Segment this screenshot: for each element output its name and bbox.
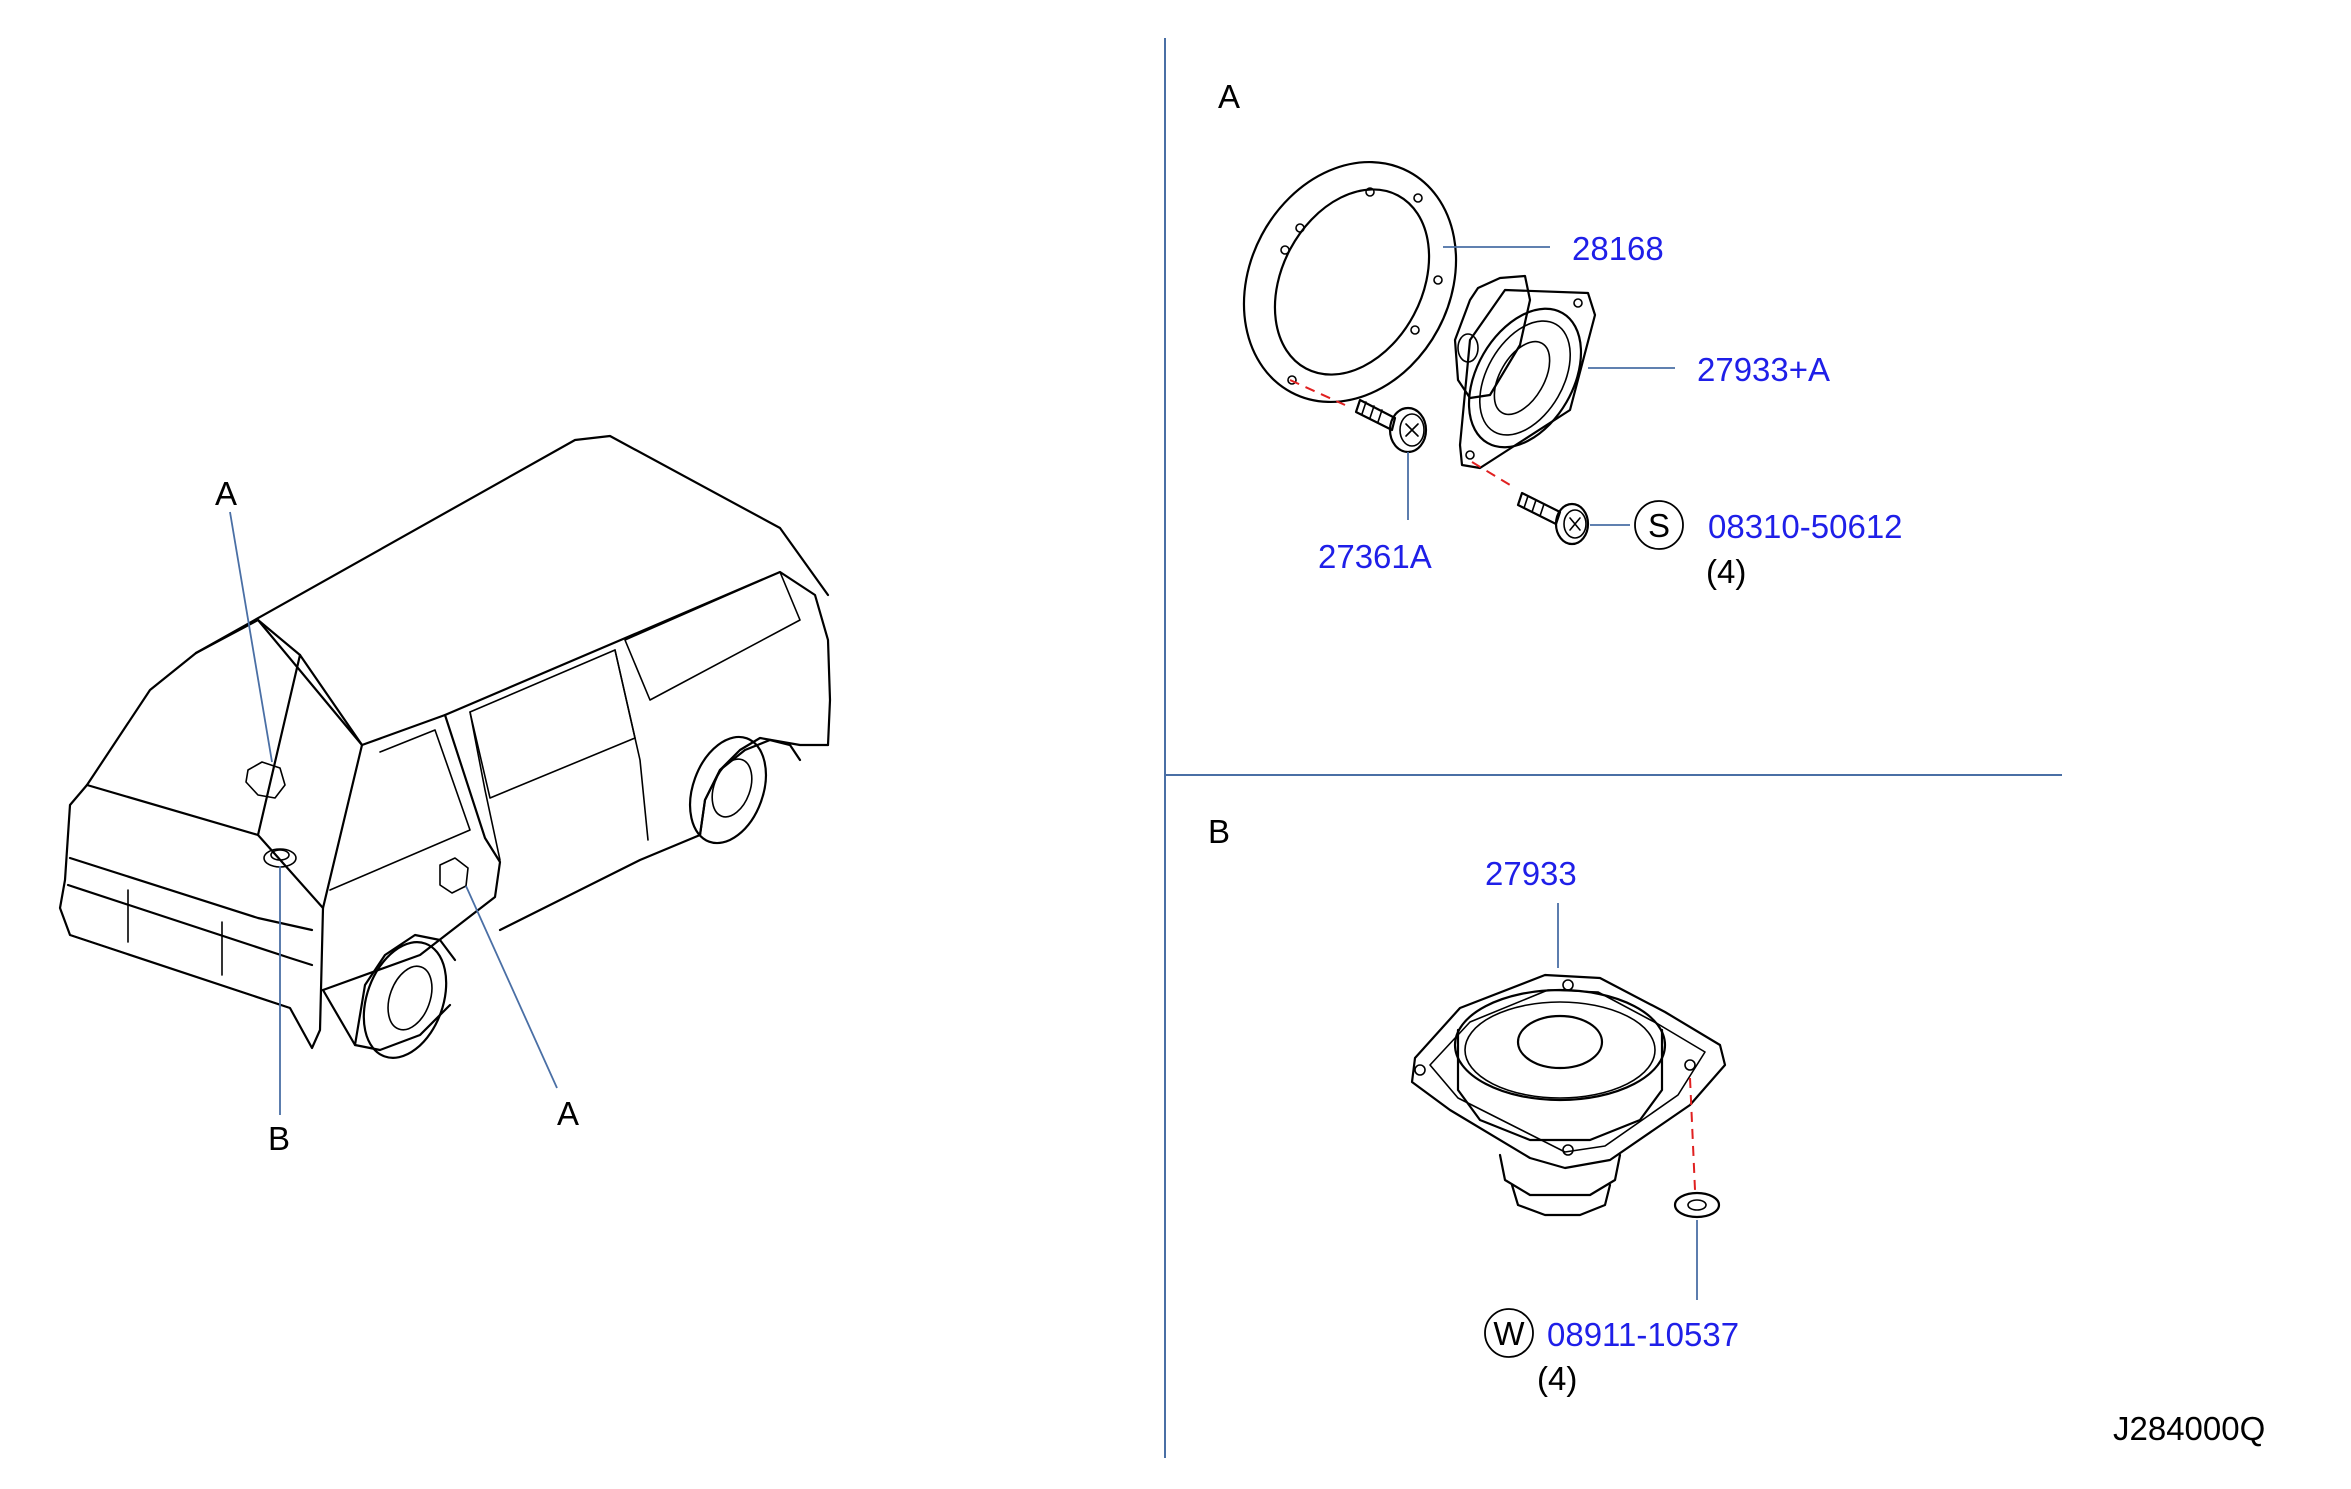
van-illustration — [58, 434, 832, 1059]
section-a-label: A — [1218, 78, 1240, 115]
bolt-part — [1516, 491, 1590, 546]
screw-part — [1354, 398, 1428, 454]
washer-part — [1673, 1191, 1721, 1219]
leader-a-side — [465, 885, 558, 1089]
alignment-line-bolt — [1471, 461, 1516, 489]
callout-b: B — [268, 1120, 290, 1157]
part-number-screw[interactable]: 27361A — [1318, 538, 1432, 575]
bolt-symbol: S — [1648, 507, 1670, 544]
washer-symbol-circle — [1484, 1308, 1534, 1358]
washer-symbol: W — [1493, 1315, 1525, 1352]
leader-a-top — [229, 511, 273, 763]
part-number-spacer[interactable]: 28168 — [1572, 230, 1664, 267]
speaker-b-part — [1410, 973, 1727, 1217]
part-number-bolt[interactable]: 08310-50612 — [1708, 508, 1903, 545]
van-speaker-a-top — [245, 761, 286, 799]
part-number-washer[interactable]: 08911-10537 — [1547, 1316, 1739, 1353]
part-number-speaker-a[interactable]: 27933+A — [1697, 351, 1830, 388]
bolt-symbol-circle — [1634, 500, 1684, 550]
speaker-a-part — [1453, 274, 1597, 470]
van-speaker-b — [263, 848, 297, 868]
van-speaker-a-side — [439, 857, 469, 894]
washer-quantity: (4) — [1537, 1360, 1577, 1397]
bolt-quantity: (4) — [1706, 553, 1746, 590]
callout-a-side: A — [557, 1095, 579, 1132]
part-number-speaker-b[interactable]: 27933 — [1485, 855, 1577, 892]
alignment-line-washer — [1689, 1077, 1696, 1191]
spacer-ring-part — [1242, 160, 1458, 404]
diagram-code: J284000Q — [2113, 1410, 2265, 1447]
callout-a-top: A — [215, 475, 237, 512]
section-b-label: B — [1208, 813, 1230, 850]
